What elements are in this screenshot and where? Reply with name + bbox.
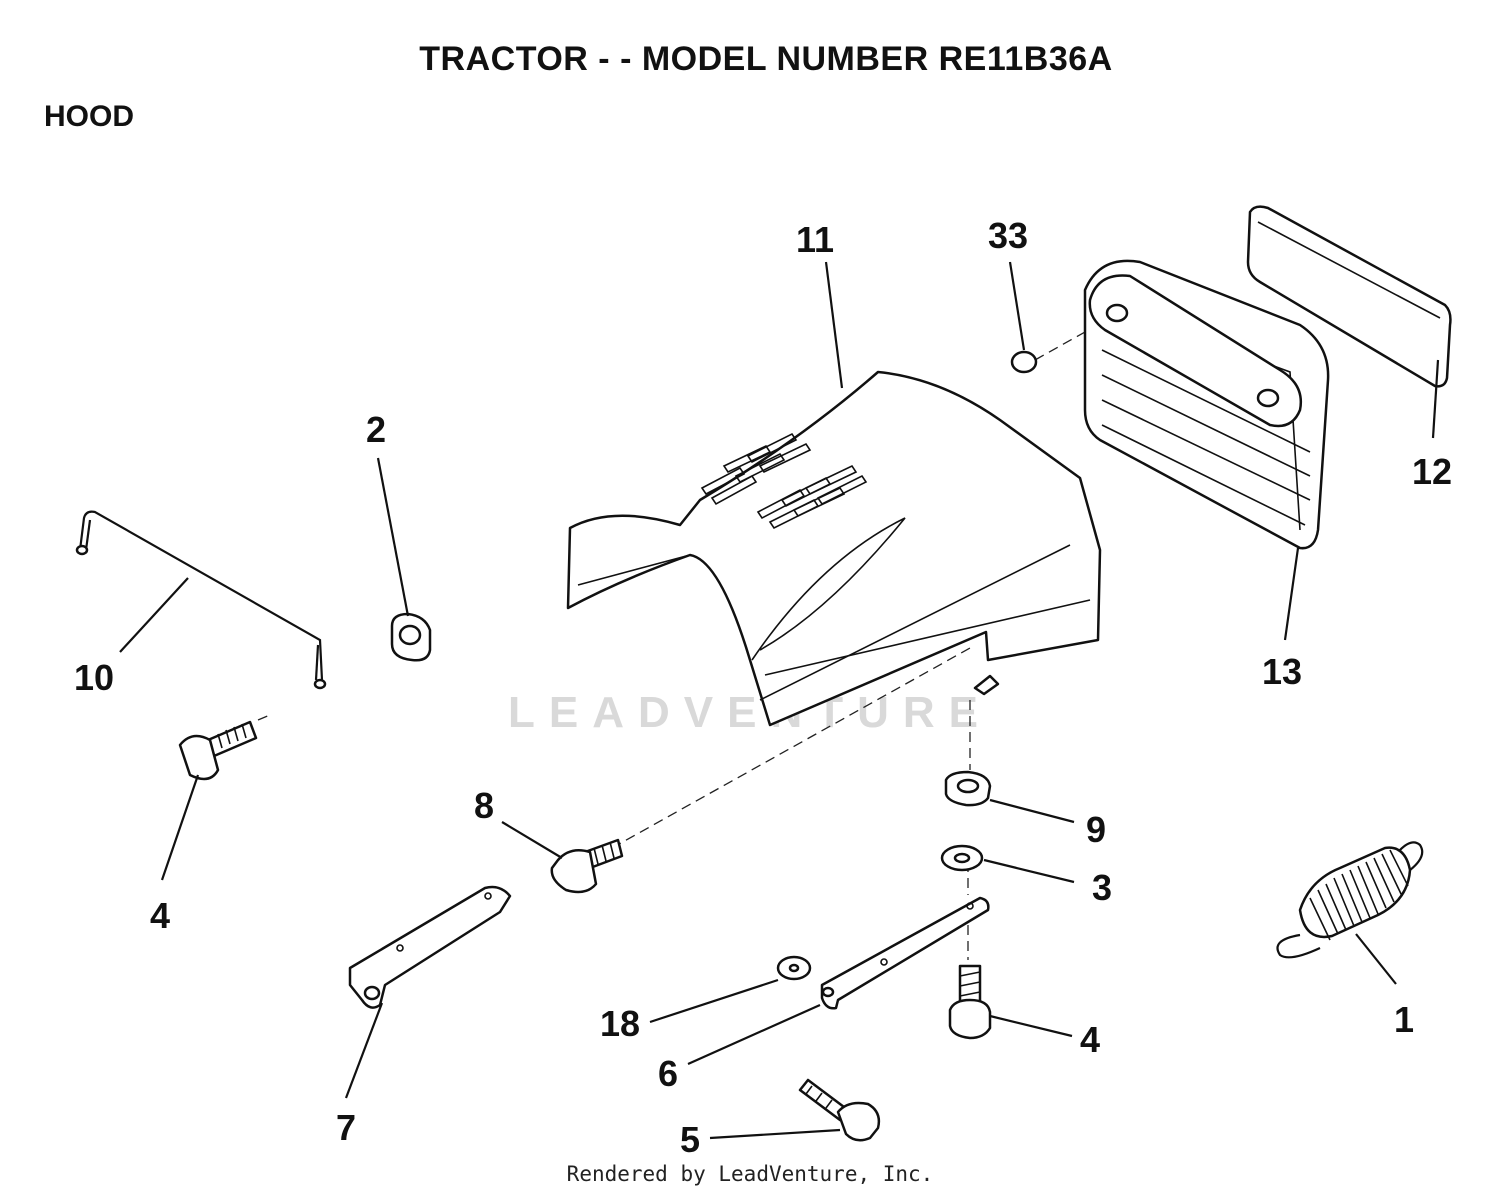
bolt-part-8: [550, 838, 624, 894]
callout-6: 6: [658, 1053, 678, 1094]
leader-lines: [119, 261, 1440, 1140]
callout-3: 3: [1092, 867, 1112, 908]
callout-7: 7: [336, 1107, 356, 1148]
render-credit-footer: Rendered by LeadVenture, Inc.: [566, 1162, 934, 1186]
nut-part-9: [944, 770, 992, 807]
diagram-title: TRACTOR - - MODEL NUMBER RE11B36A: [419, 40, 1113, 78]
bolt-part-5: [798, 1078, 881, 1142]
hood-vent-slots: [700, 432, 868, 530]
section-title: HOOD: [44, 100, 134, 133]
callout-33: 33: [988, 215, 1028, 256]
washer-part-3: [940, 844, 984, 872]
bolt-part-4-left: [178, 720, 258, 781]
callout-2: 2: [366, 409, 386, 450]
bracket-part-7: [348, 885, 512, 1009]
callout-9: 9: [1086, 809, 1106, 850]
spring-part-1: [1276, 841, 1424, 959]
trim-part-12: [1246, 205, 1452, 388]
hood-part-11: [566, 370, 1102, 727]
bracket-part-6: [820, 896, 990, 1010]
watermark-text: LEADVENTURE: [507, 688, 993, 737]
callout-8: 8: [474, 785, 494, 826]
callout-1: 1: [1394, 999, 1414, 1040]
callout-labels: 11 33 12 13 2 10 4 8 9 3 1 4 18 6 7 5: [74, 215, 1452, 1160]
nut-part-2: [390, 612, 432, 662]
callout-5: 5: [680, 1119, 700, 1160]
bolt-part-4-right: [948, 964, 992, 1040]
grille-part-13: [1083, 259, 1330, 550]
callout-13: 13: [1262, 651, 1302, 692]
callout-11: 11: [796, 219, 834, 260]
callout-18: 18: [600, 1003, 640, 1044]
plug-part-33: [1010, 350, 1038, 374]
callout-12: 12: [1412, 451, 1452, 492]
callout-10: 10: [74, 657, 114, 698]
callout-4-right: 4: [1080, 1019, 1100, 1060]
callout-4-left: 4: [150, 895, 170, 936]
rod-part-10: [75, 510, 327, 690]
washer-part-18: [776, 955, 812, 981]
